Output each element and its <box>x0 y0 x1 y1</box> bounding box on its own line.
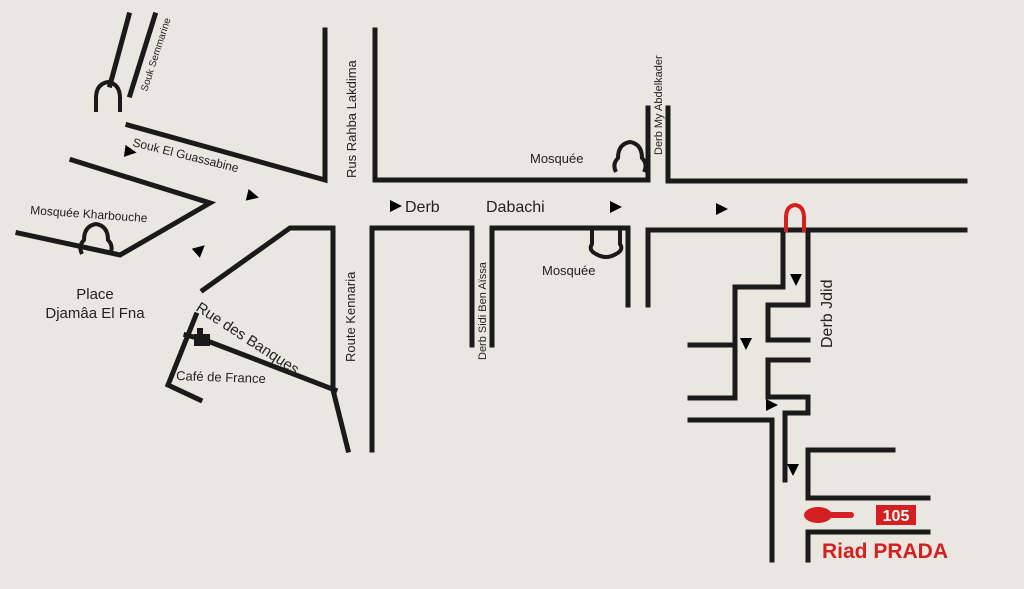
route-arrow-icon <box>96 141 138 159</box>
street-derb-jdid-lane-2 <box>765 357 811 400</box>
street-souk-semmarine-west <box>106 11 133 89</box>
label-derb-jdid: Derb Jdid <box>819 280 836 348</box>
cafe-icon <box>194 328 210 346</box>
route-arrow-icon <box>218 182 261 204</box>
mosque-icon <box>784 202 806 232</box>
street-derb-sidi-ben-aissa <box>489 225 631 348</box>
label-rus-rahba-lakdima: Rus Rahba Lakdima <box>344 59 359 178</box>
label-cafe-de-france: Café de France <box>176 368 266 386</box>
label-djamaa-el-fna: Djamâa El Fna <box>45 305 145 322</box>
mosque-icon <box>78 221 114 255</box>
house-number: 105 <box>883 508 910 525</box>
route-arrow-icon <box>787 436 799 476</box>
street-cafe-de-france <box>164 311 204 404</box>
label-mosquee-bottom: Mosquée <box>542 263 595 278</box>
street-riad-lane-3 <box>805 529 931 563</box>
street-riad-lane-2 <box>805 472 931 501</box>
label-place: Place <box>76 286 114 303</box>
street-derb-dabachi-north <box>372 27 651 183</box>
street-derb-dabachi-south-east <box>645 227 968 308</box>
route-arrow-icon <box>790 246 802 286</box>
label-derb: Derb <box>405 199 440 216</box>
label-riad-prada: Riad PRADA <box>822 540 948 563</box>
label-mosquee-top: Mosquée <box>530 151 583 166</box>
label-route-kennaria: Route Kennaria <box>343 271 358 362</box>
mosque-icon <box>94 79 122 112</box>
route-arrow-icon <box>738 399 778 411</box>
street-route-kennaria <box>369 225 475 453</box>
label-derb-sidi-ben-aissa: Derb Sidi Ben Aïssa <box>477 261 489 360</box>
route-arrow-icon <box>170 240 209 277</box>
street-souk-guassabine-south <box>15 156 217 258</box>
label-derb-my-abdelkader: Derb My Abdelkader <box>653 55 665 155</box>
mosque-icon <box>588 230 624 259</box>
street-riad-lane-1 <box>805 447 896 478</box>
street-derb-jdid-east <box>765 229 811 343</box>
street-rue-des-banques <box>199 225 352 454</box>
route-arrow-icon <box>582 201 622 213</box>
streets <box>15 11 968 563</box>
street-souk-guassabine-north <box>124 27 328 184</box>
street-souk-semmarine-east <box>126 11 159 99</box>
mosque-icon <box>612 139 648 173</box>
street-derb-jdid-south-east <box>782 394 811 483</box>
route-arrow-icon <box>688 203 728 215</box>
house-number-badge <box>876 505 916 525</box>
street-derb-dabachi-north-east <box>665 105 968 184</box>
street-derb-jdid-west <box>687 229 786 401</box>
label-dabachi: Dabachi <box>486 199 545 216</box>
label-mosquee-kharbouche: Mosquée Kharbouche <box>30 203 148 225</box>
route-arrow-icon <box>362 200 402 212</box>
pointing-hand-icon <box>804 507 854 523</box>
street-derb-jdid-south-west <box>687 417 775 563</box>
route-arrow-icon <box>740 310 752 350</box>
